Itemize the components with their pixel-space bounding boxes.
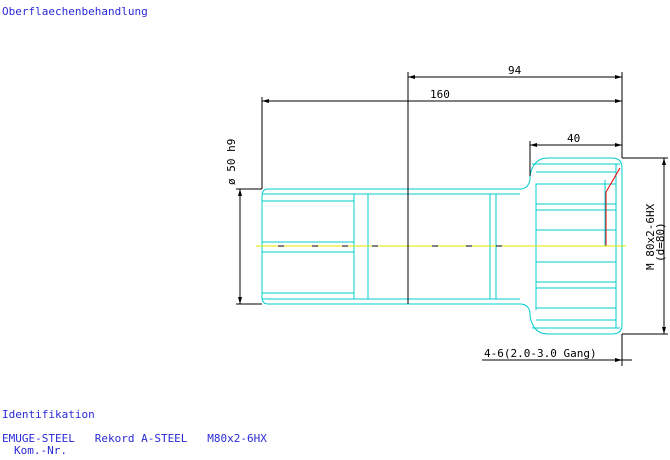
- part-outline: [261, 157, 623, 335]
- comm-no-label: Kom.-Nr.: [14, 444, 67, 457]
- thread-spec-label: M 80x2-6HX: [644, 203, 657, 270]
- identification-label: Identifikation: [2, 408, 95, 421]
- thread-slot-4: [535, 287, 617, 309]
- dimension-arrows: [238, 75, 666, 362]
- thread-slot-1: [535, 183, 617, 205]
- chamfer-note-label: 4-6(2.0-3.0 Gang): [484, 347, 597, 360]
- dimension-lines: [236, 72, 668, 366]
- thread-slot-3: [535, 261, 617, 283]
- dim-94-label: 94: [508, 64, 522, 77]
- dim-diameter-label: ø 50 h9: [225, 139, 238, 185]
- dim-160-label: 160: [430, 88, 450, 101]
- flute-lower: [261, 251, 355, 294]
- chamfer-line: [605, 167, 621, 246]
- flute-upper: [261, 200, 355, 243]
- surface-treatment-label: Oberflaechenbehandlung: [2, 5, 148, 18]
- dim-40-label: 40: [567, 132, 580, 145]
- thread-core-label: (d=80): [654, 222, 667, 262]
- thread-slot-2: [535, 209, 617, 231]
- shank-outline: [261, 157, 623, 335]
- product-line: EMUGE-STEEL Rekord A-STEEL M80x2-6HX: [2, 432, 267, 445]
